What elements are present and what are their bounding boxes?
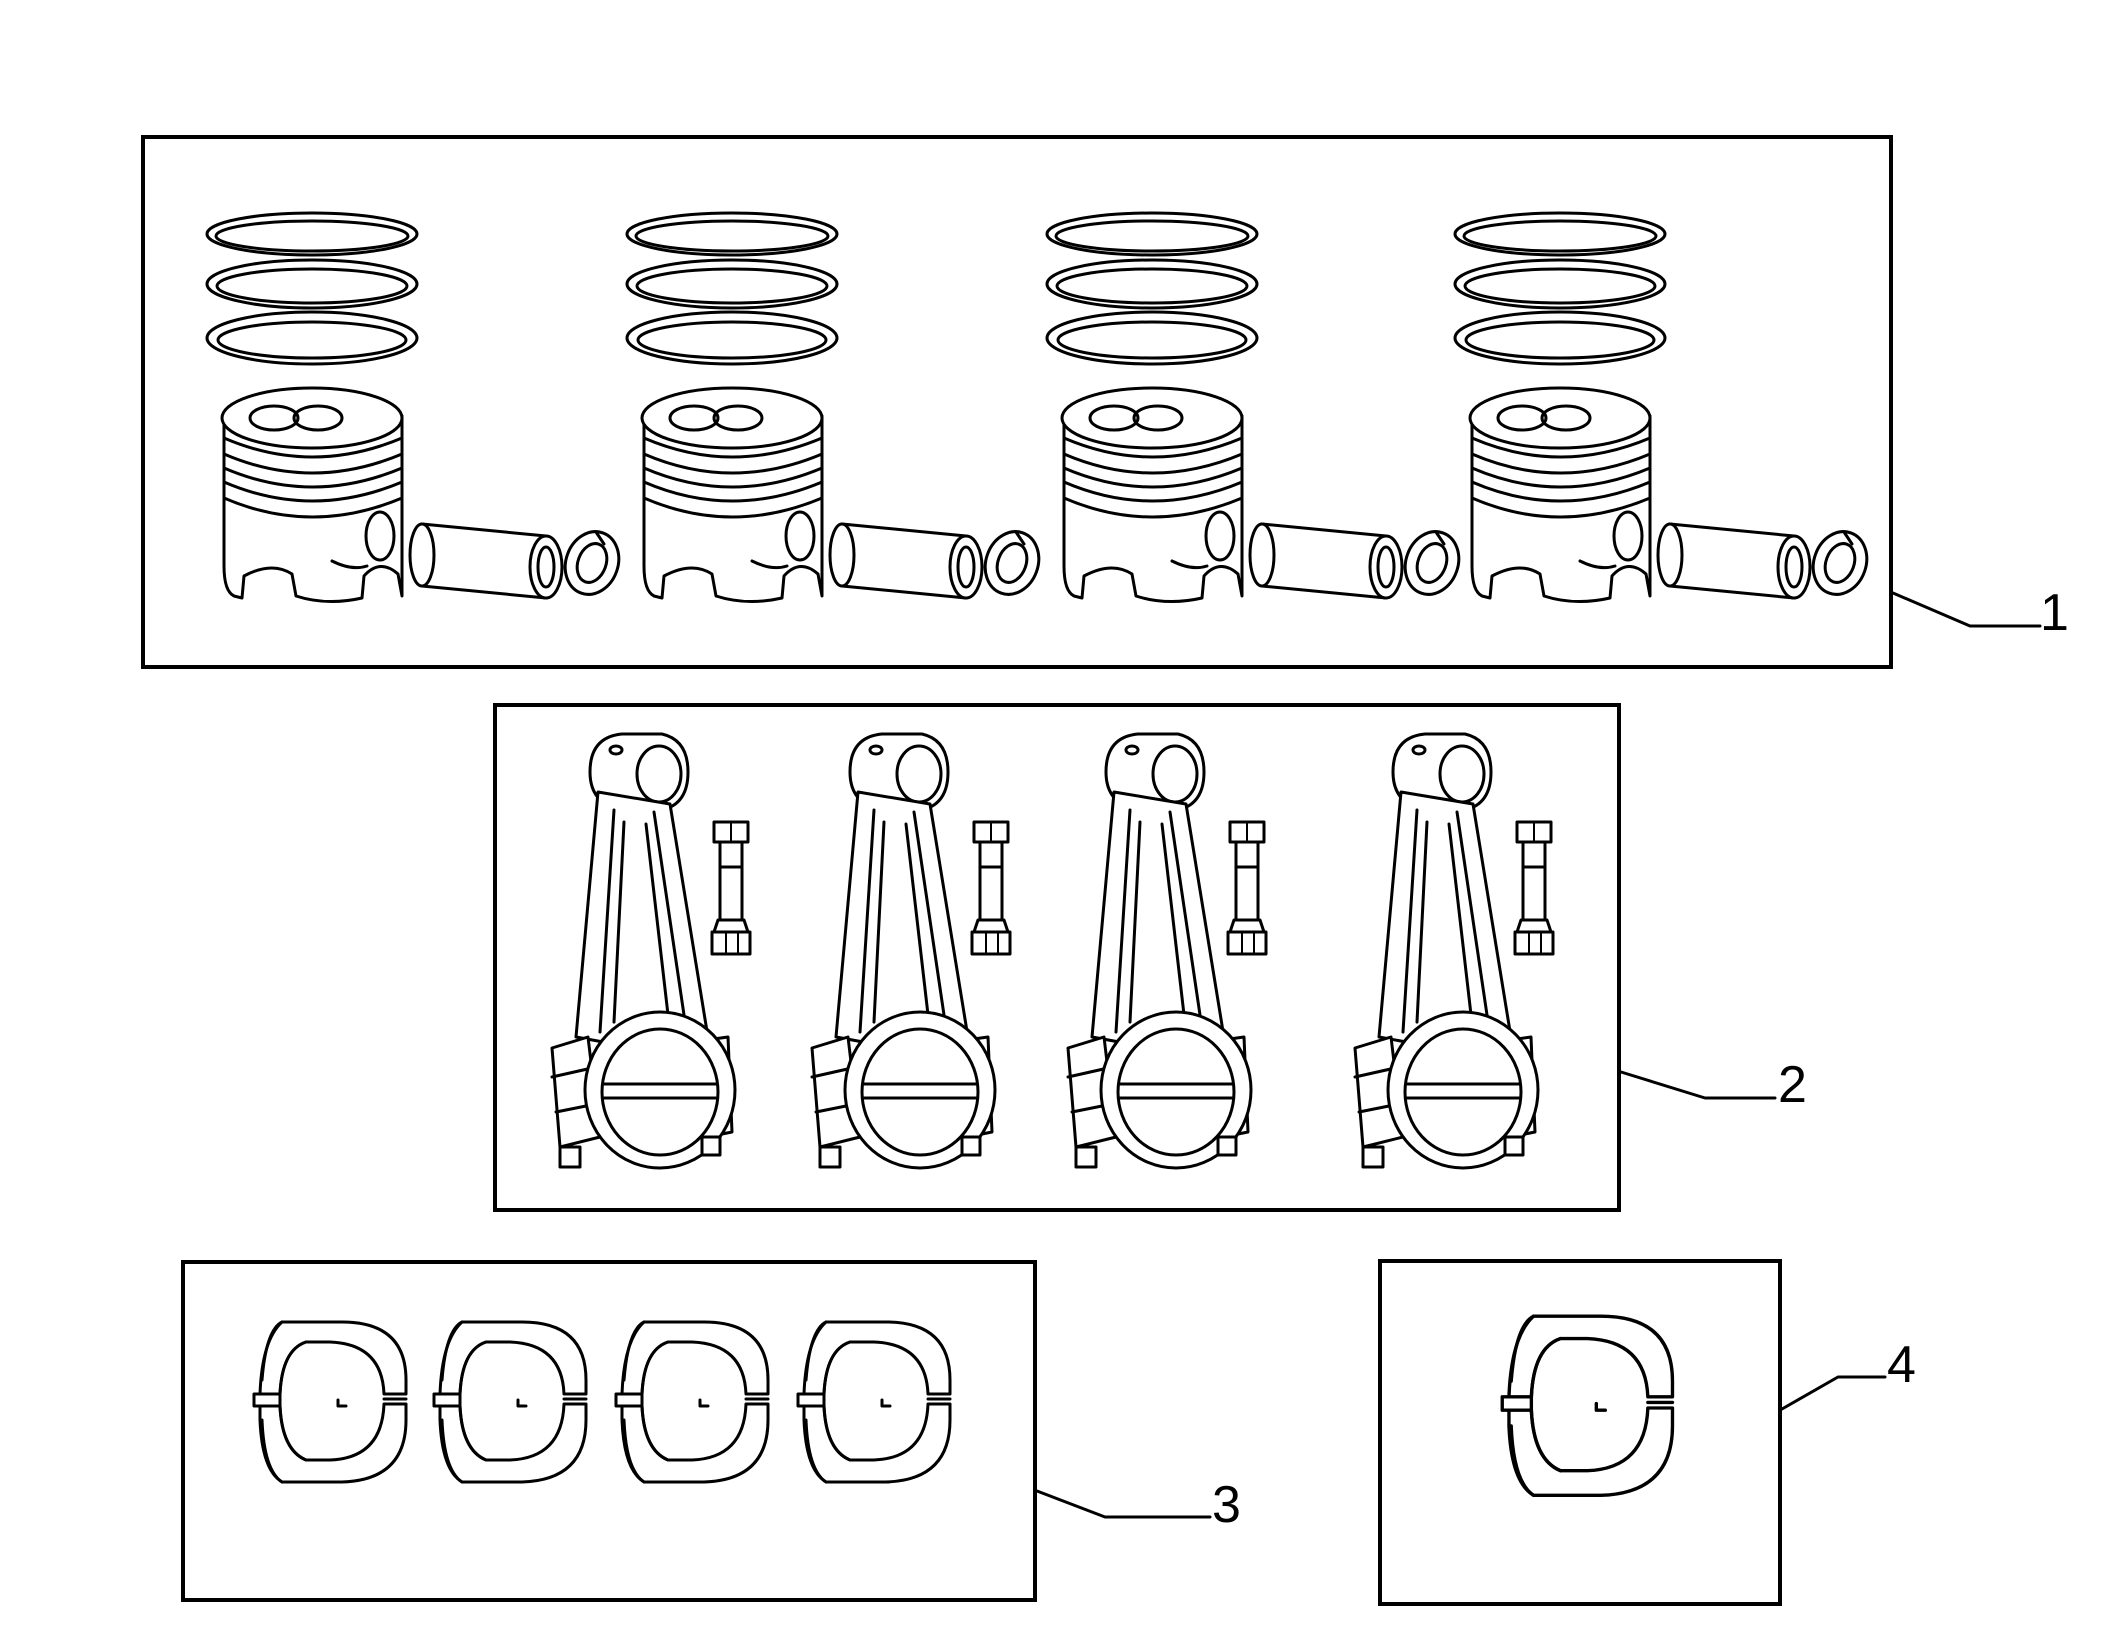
group-4-frame [1378, 1259, 1782, 1606]
leader-line-1 [1891, 591, 2042, 628]
piston-kit-4 [1453, 211, 1877, 604]
group-4-bearing-shell [1378, 1259, 1782, 1606]
piston-kit-2 [625, 211, 1049, 604]
piston-kit-3 [1045, 211, 1469, 604]
leader-line-2 [1619, 1070, 1777, 1100]
bearing-shell-pair-4 [796, 1320, 952, 1484]
group-2-frame [493, 703, 1621, 1212]
bearing-shell-pair-5 [1500, 1314, 1675, 1498]
group-1-piston-kits [141, 135, 1893, 669]
connecting-rod-4 [1353, 732, 1555, 1170]
callout-label-3: 3 [1212, 1476, 1241, 1534]
group-3-bearing-shells [181, 1260, 1037, 1602]
connecting-rod-1 [550, 732, 752, 1170]
callout-label-2: 2 [1778, 1056, 1807, 1114]
group-1-frame [141, 135, 1893, 669]
connecting-rod-3 [1066, 732, 1268, 1170]
callout-label-4: 4 [1887, 1336, 1916, 1394]
piston-kit-1 [205, 211, 629, 604]
bearing-shell-pair-1 [252, 1320, 408, 1484]
group-2-connecting-rods [493, 703, 1621, 1212]
bearing-shell-pair-2 [432, 1320, 588, 1484]
bearing-shell-pair-3 [614, 1320, 770, 1484]
group-3-frame [181, 1260, 1037, 1602]
connecting-rod-2 [810, 732, 1012, 1170]
leader-line-3 [1035, 1489, 1212, 1519]
callout-label-1: 1 [2040, 584, 2069, 642]
callouts: 1 2 3 4 [1035, 584, 2069, 1534]
leader-line-4 [1780, 1375, 1887, 1411]
